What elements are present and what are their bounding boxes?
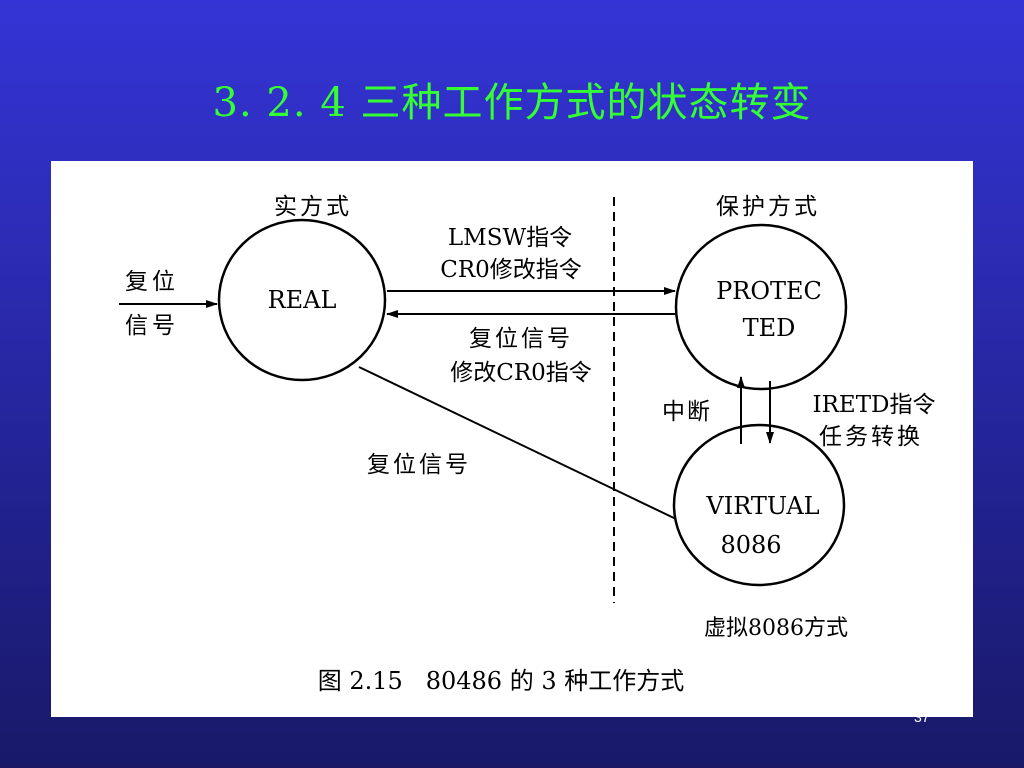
virtual-state-circle	[672, 423, 846, 587]
protected-to-real-label-line2: 修改CR0指令	[450, 360, 592, 386]
reset-input-label-line2: 信号	[125, 313, 179, 339]
state-diagram: 实方式 REAL 保护方式 PROTEC TED VIRTUAL 8086 虚拟…	[119, 194, 936, 695]
real-state-heading: 实方式	[274, 194, 352, 220]
protected-to-real-label-line1: 复位信号	[469, 326, 573, 352]
protected-to-virtual-label-line2: 任务转换	[819, 424, 923, 450]
virtual-state-label-line2: 8086	[720, 531, 781, 559]
real-to-protected-label-line1: LMSW指令	[448, 225, 572, 251]
protected-state-label-line2: TED	[743, 314, 796, 342]
virtual-to-protected-label: 中断	[662, 399, 712, 425]
figure-caption: 图 2.15 80486 的 3 种工作方式	[318, 667, 684, 695]
virtual-to-real-line	[358, 366, 677, 520]
protected-state-heading: 保护方式	[716, 194, 820, 220]
protected-to-virtual-label-line1: IRETD指令	[813, 392, 936, 418]
protected-state-label-line1: PROTEC	[716, 277, 822, 305]
diagram-figure: 实方式 REAL 保护方式 PROTEC TED VIRTUAL 8086 虚拟…	[51, 161, 973, 717]
real-to-protected-label-line2: CR0修改指令	[440, 257, 582, 283]
virtual-to-real-label: 复位信号	[367, 452, 471, 478]
slide-title: 3. 2. 4 三种工作方式的状态转变	[212, 80, 812, 126]
slide-page-number: 37	[914, 709, 930, 725]
real-state-label: REAL	[268, 286, 337, 314]
protected-state-circle	[674, 223, 848, 391]
reset-input-label-line1: 复位	[125, 269, 179, 295]
real-state-circle	[217, 218, 387, 382]
virtual-state-label-line1: VIRTUAL	[705, 492, 819, 520]
virtual-state-caption: 虚拟8086方式	[704, 616, 848, 641]
